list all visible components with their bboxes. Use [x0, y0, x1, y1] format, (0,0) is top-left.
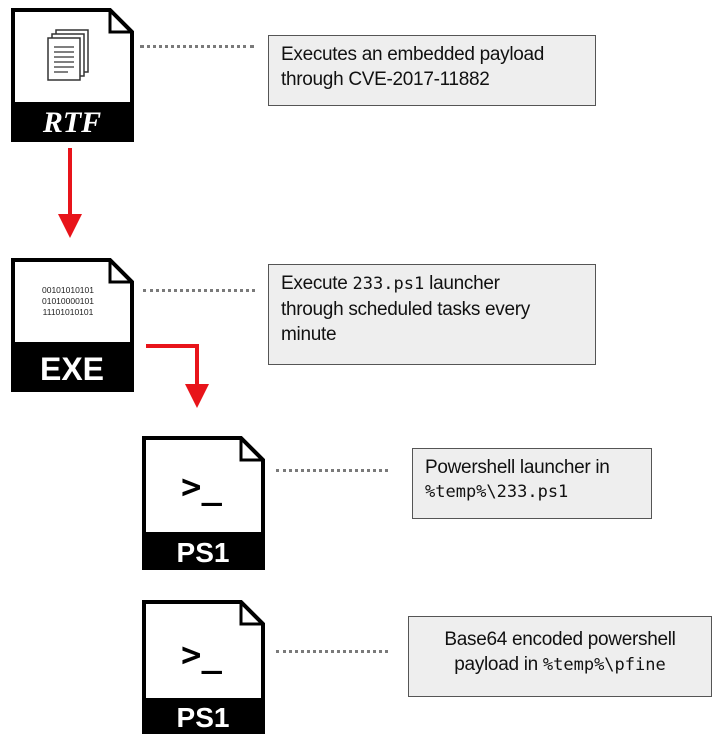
arrow-exe-to-ps1 [146, 344, 209, 408]
rtf-file-icon: RTF [10, 8, 134, 142]
callout-exe-line-3: minute [281, 324, 337, 345]
binary-line-3: 11101010101 [43, 307, 94, 317]
callout-ps1-payload-line-2-pre: payload in [454, 654, 543, 675]
callout-ps1-launcher-line-1: Powershell launcher in [425, 457, 610, 478]
callout-rtf: Executes an embedded payload through CVE… [268, 35, 596, 106]
launcher-path: %temp%\233.ps1 [425, 482, 569, 502]
connector-ps1-launcher [276, 469, 388, 472]
callout-ps1-payload-line-1: Base64 encoded powershell [444, 629, 676, 650]
callout-exe-line-1-pre: Execute [281, 273, 353, 294]
callout-exe: Execute 233.ps1 launcher through schedul… [268, 264, 596, 365]
callout-exe-line-1: Execute 233.ps1 launcher [281, 271, 583, 297]
arrow-rtf-to-exe [58, 148, 82, 238]
callout-rtf-line-2: through CVE-2017-11882 [281, 69, 490, 90]
connector-ps1-payload [276, 650, 388, 653]
exe-label: EXE [40, 351, 104, 387]
ps1-payload-file-icon: >_ PS1 [141, 600, 265, 734]
document-icon [47, 29, 89, 81]
ps1-payload-label: PS1 [177, 702, 230, 733]
callout-ps1-launcher: Powershell launcher in %temp%\233.ps1 [412, 448, 652, 519]
callout-ps1-payload: Base64 encoded powershell payload in %te… [408, 616, 712, 697]
ps1-launcher-label: PS1 [177, 537, 230, 568]
rtf-label: RTF [42, 106, 101, 139]
script-filename: 233.ps1 [352, 274, 425, 294]
callout-rtf-line-1: Executes an embedded payload [281, 44, 545, 65]
callout-exe-line-2: through scheduled tasks every [281, 299, 531, 320]
terminal-prompt-icon: >_ [181, 635, 222, 675]
ps1-launcher-file-icon: >_ PS1 [141, 436, 265, 570]
payload-path: %temp%\pfine [542, 655, 666, 675]
callout-ps1-payload-line-2: payload in %temp%\pfine [421, 652, 699, 678]
binary-line-2: 01010000101 [42, 296, 94, 306]
exe-file-icon: 00101010101 01010000101 11101010101 EXE [10, 258, 134, 392]
terminal-prompt-icon: >_ [181, 467, 222, 507]
connector-rtf [140, 45, 254, 48]
connector-exe [143, 289, 255, 292]
binary-line-1: 00101010101 [42, 285, 94, 295]
callout-exe-line-1-post: launcher [424, 273, 500, 294]
